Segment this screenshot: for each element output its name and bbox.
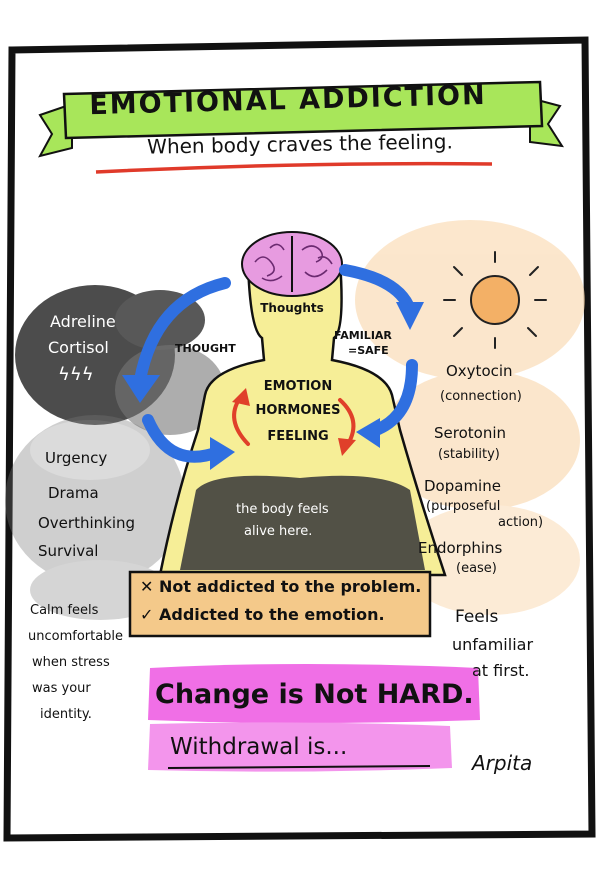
left-note-3: when stress xyxy=(32,655,110,670)
serotonin: Serotonin xyxy=(434,424,507,442)
left-note-4: was your xyxy=(32,681,91,696)
title-banner xyxy=(38,80,564,158)
stress-hormone-2: Cortisol xyxy=(48,338,109,357)
key-message-box xyxy=(128,570,432,638)
highlight-top xyxy=(148,664,480,723)
torso-feeling: FEELING xyxy=(267,429,329,444)
dark-zone-line1: the body feels xyxy=(236,502,329,517)
left-note-1: Calm feels xyxy=(30,603,99,618)
left-note-2: uncomfortable xyxy=(28,629,124,644)
subtitle-underline xyxy=(95,161,493,174)
left-arrow-label: THOUGHT xyxy=(175,342,236,355)
head-label: Thoughts xyxy=(260,301,324,315)
endorphins: Endorphins xyxy=(418,539,503,557)
right-note-1: Feels xyxy=(455,607,499,627)
lightning-symbols: ϟϟϟ xyxy=(58,364,94,385)
highlight-bottom xyxy=(148,722,452,772)
stress-cloud xyxy=(15,285,225,435)
change-statement: Change is Not HARD. xyxy=(155,679,474,710)
arrow-heads xyxy=(122,302,424,470)
dark-zone-line2: alive here. xyxy=(244,524,313,539)
right-note-3: at first. xyxy=(472,661,530,680)
box-line-addicted: ✓ Addicted to the emotion. xyxy=(140,605,385,624)
right-arrow-label-1: FAMILIAR xyxy=(334,329,392,342)
stress-item-drama: Drama xyxy=(48,484,99,502)
dark-zone xyxy=(180,475,425,570)
right-arrow-label-2: =SAFE xyxy=(348,344,389,357)
stress-item-survival: Survival xyxy=(38,542,99,560)
withdrawal-statement: Withdrawal is... xyxy=(170,734,348,760)
stress-hormone-1: Adreline xyxy=(50,312,116,331)
withdrawal-underline xyxy=(167,765,431,769)
poster-border xyxy=(3,36,596,842)
torso-emotion: EMOTION xyxy=(263,379,333,394)
endorphins-note: (ease) xyxy=(456,561,497,576)
sun-icon xyxy=(443,251,547,349)
dopamine-note-1: (purposeful xyxy=(426,499,501,514)
oxytocin: Oxytocin xyxy=(446,362,513,380)
brain-icon xyxy=(241,231,343,297)
oxytocin-note: (connection) xyxy=(440,389,522,404)
dopamine: Dopamine xyxy=(424,477,501,495)
artist-signature: Arpita xyxy=(472,751,533,775)
loop-arrow-heads xyxy=(232,388,356,456)
stress-item-urgency: Urgency xyxy=(45,449,108,467)
torso-hormones: HORMONES xyxy=(255,403,341,418)
left-note-5: identity. xyxy=(40,707,92,722)
dopamine-note-2: action) xyxy=(498,515,544,530)
serotonin-note: (stability) xyxy=(438,447,500,462)
box-line-not-addicted: ✕ Not addicted to the problem. xyxy=(140,577,422,596)
stress-item-overthinking: Overthinking xyxy=(38,514,136,532)
right-note-2: unfamiliar xyxy=(452,635,534,654)
